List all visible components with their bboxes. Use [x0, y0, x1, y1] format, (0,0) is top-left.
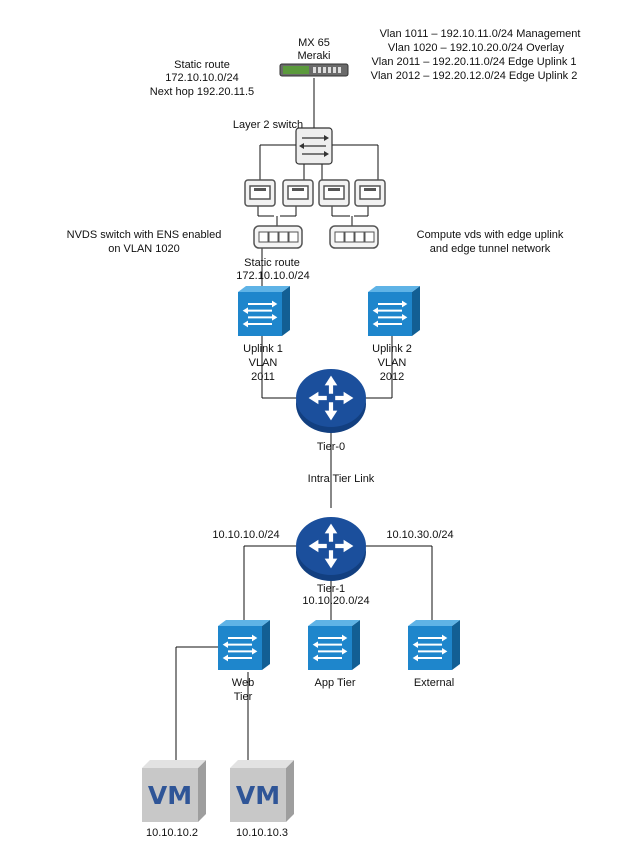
vm1-ip: 10.10.10.2 [146, 827, 198, 839]
app-tier-label: App Tier [315, 677, 356, 689]
meraki-model: MX 65 [298, 37, 330, 49]
tier1-label: Tier-1 [317, 583, 345, 595]
vm1-icon [142, 760, 206, 822]
layer2-switch-icon [295, 127, 333, 165]
compute-vds-label-line2: and edge tunnel network [430, 243, 551, 255]
vlan-2011-label: Vlan 2011 – 192.20.11.0/24 Edge Uplink 1 [371, 56, 576, 68]
static-route-top-title: Static route [174, 59, 230, 71]
uplink2-label: Uplink 2 [372, 343, 412, 355]
static-route-top-network: 172.10.10.0/24 [165, 72, 238, 84]
vlan-1011-label: Vlan 1011 – 192.10.11.0/24 Management [380, 28, 581, 40]
static-route-mid-title: Static route [244, 257, 300, 269]
ethernet-port-1-icon [244, 179, 276, 207]
subnet-left-label: 10.10.10.0/24 [212, 529, 279, 541]
vlan-2012-label: Vlan 2012 – 192.20.12.0/24 Edge Uplink 2 [371, 70, 578, 82]
nvds-nic-group-icon [253, 225, 303, 249]
uplink1-vlan-id: 2011 [251, 371, 275, 383]
web-tier-switch-icon [218, 620, 270, 670]
subnet-right-label: 10.10.30.0/24 [386, 529, 453, 541]
compute-vds-nic-group-icon [329, 225, 379, 249]
external-label: External [414, 677, 454, 689]
ethernet-port-4-icon [354, 179, 386, 207]
tier1-router-icon [296, 517, 366, 581]
vm1-text: VM [148, 781, 192, 810]
static-route-top-next-hop: Next hop 192.20.11.5 [150, 86, 254, 98]
vm2-ip: 10.10.10.3 [236, 827, 288, 839]
uplink2-vlan-id: 2012 [380, 371, 404, 383]
meraki-mx65-appliance [279, 63, 349, 77]
app-tier-switch-icon [308, 620, 360, 670]
tier0-router-icon [296, 369, 366, 433]
ethernet-port-3-icon [318, 179, 350, 207]
meraki-led-strip [283, 66, 309, 74]
meraki-brand: Meraki [297, 50, 330, 62]
connection-lines [175, 78, 433, 762]
uplink2-switch-icon [368, 286, 420, 336]
uplink1-label: Uplink 1 [243, 343, 283, 355]
uplink1-switch-icon [238, 286, 290, 336]
web-tier-label-line2: Tier [234, 691, 253, 703]
tier0-label: Tier-0 [317, 441, 345, 453]
ethernet-port-2-icon [282, 179, 314, 207]
external-switch-icon [408, 620, 460, 670]
vm2-text: VM [236, 781, 280, 810]
compute-vds-label-line1: Compute vds with edge uplink [417, 229, 564, 241]
intra-tier-link-label: Intra Tier Link [308, 473, 375, 485]
tier1-network: 10.10.20.0/24 [302, 595, 369, 607]
uplink1-vlan: VLAN [249, 357, 278, 369]
uplink2-vlan: VLAN [378, 357, 407, 369]
nvds-label-line2: on VLAN 1020 [108, 243, 180, 255]
vlan-1020-label: Vlan 1020 – 192.10.20.0/24 Overlay [388, 42, 565, 54]
static-route-mid-network: 172.10.10.0/24 [236, 270, 309, 282]
l2-switch-label: Layer 2 switch [233, 119, 303, 131]
nvds-label-line1: NVDS switch with ENS enabled [67, 229, 222, 241]
web-tier-label-line1: Web [232, 677, 254, 689]
vm2-icon [230, 760, 294, 822]
